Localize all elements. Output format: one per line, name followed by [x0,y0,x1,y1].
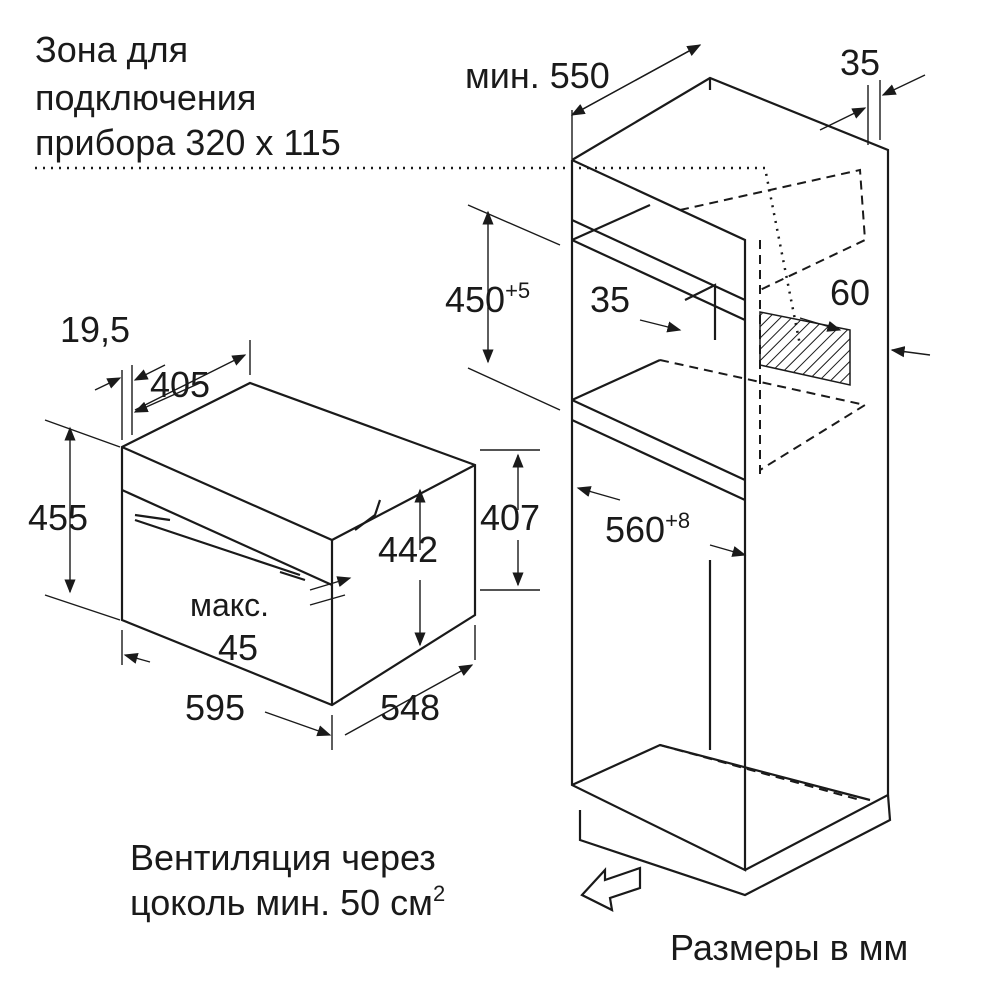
dim-450: 450+5 [445,278,530,320]
cabinet [570,76,892,897]
dim-45: 45 [218,627,258,668]
zone-label-2: подключения [35,77,256,118]
dim-35-mid: 35 [590,279,630,320]
dim-407: 407 [480,497,540,538]
zone-label-3: прибора 320 x 115 [35,122,341,163]
ventilation-arrow-icon [580,866,642,912]
dim-19-5: 19,5 [60,309,130,350]
units-label: Размеры в мм [670,927,908,968]
dim-35-top: 35 [840,42,880,83]
oven [120,381,477,707]
dim-60: 60 [830,272,870,313]
dim-max-label: макс. [190,587,269,623]
connection-zone-line [35,166,802,346]
dim-455: 455 [28,497,88,538]
ventilation-label-1: Вентиляция через [130,837,436,878]
dim-548: 548 [380,687,440,728]
dimension-lines [44,45,931,750]
zone-label-1: Зона для [35,29,188,70]
ventilation-label-2: цоколь мин. 50 см2 [130,881,445,923]
dim-560: 560+8 [605,508,690,550]
dim-405: 405 [150,364,210,405]
dim-min-550: мин. 550 [465,55,610,96]
dim-595: 595 [185,687,245,728]
dim-442: 442 [378,529,438,570]
